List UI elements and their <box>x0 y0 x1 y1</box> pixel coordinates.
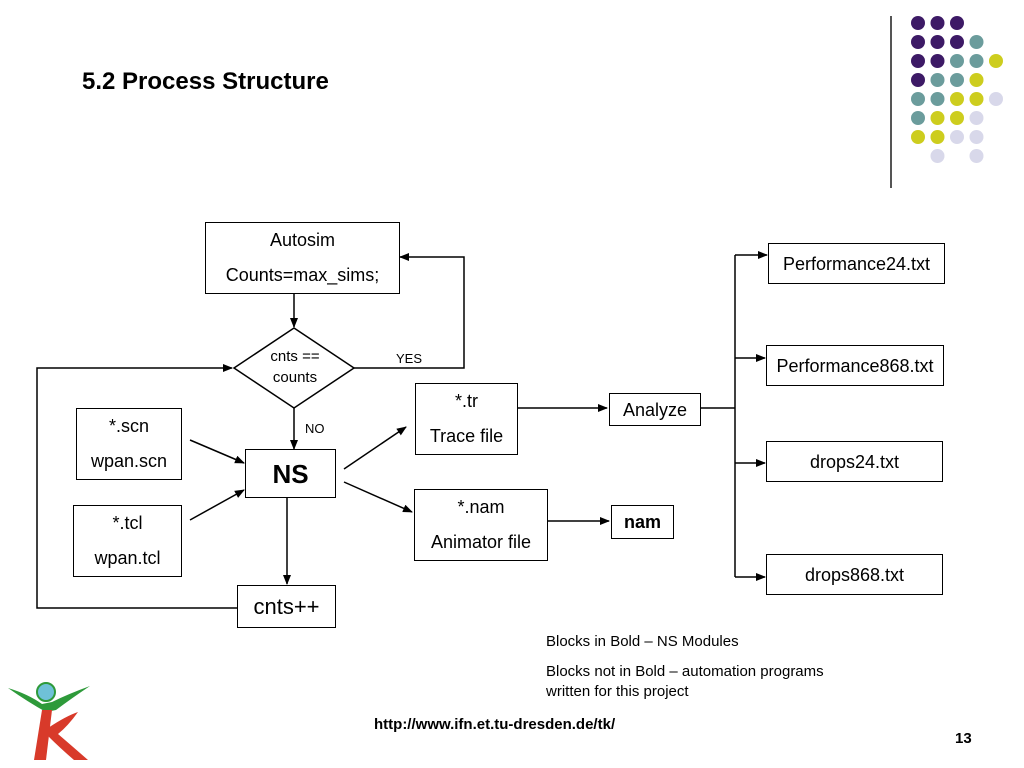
header-divider <box>890 16 892 188</box>
arrow-ns-to-nam-file <box>343 481 413 513</box>
decorative-dot <box>950 111 964 125</box>
drops24-box: drops24.txt <box>766 441 943 482</box>
scn-line-1: *.scn <box>108 415 150 436</box>
slide-title: 5.2 Process Structure <box>82 68 329 95</box>
trace-file-box: *.tr Trace file <box>415 383 518 455</box>
scn-line-2: wpan.scn <box>90 451 168 471</box>
decorative-dot <box>930 73 945 87</box>
edge-label-no: NO <box>305 421 325 436</box>
decision-line-1: cnts == <box>270 348 320 365</box>
page-number: 13 <box>955 730 972 747</box>
decorative-dot <box>930 54 945 68</box>
tcl-line-1: *.tcl <box>112 512 143 533</box>
decision-line-2: counts <box>272 369 318 386</box>
decorative-dot <box>930 92 945 106</box>
performance868-box: Performance868.txt <box>766 345 944 386</box>
decorative-dot <box>911 16 925 30</box>
tcl-line-2: wpan.tcl <box>94 548 161 568</box>
decorative-dot <box>911 130 925 144</box>
arrow-tcl-to-ns <box>189 489 245 521</box>
scn-box: *.scn wpan.scn <box>76 408 182 480</box>
decorative-dot <box>969 111 984 125</box>
institute-logo-icon <box>8 682 90 760</box>
decorative-dot <box>930 111 945 125</box>
decorative-dot <box>950 35 964 49</box>
decorative-dot <box>969 92 984 106</box>
autosim-line-2: Counts=max_sims; <box>225 265 380 285</box>
drops868-box: drops868.txt <box>766 554 943 595</box>
cnts-box: cnts++ <box>237 585 336 628</box>
trace-file-line-1: *.tr <box>454 390 478 411</box>
arrow-yes-loop <box>354 253 465 369</box>
decorative-dot <box>911 111 925 125</box>
decorative-dot <box>911 35 925 49</box>
autosim-line-1: Autosim <box>269 229 336 250</box>
arrow-scn-to-ns <box>189 439 245 464</box>
decorative-dot <box>950 73 964 87</box>
decorative-dot <box>950 130 964 144</box>
decorative-dot-grid <box>911 16 1003 163</box>
decorative-dot <box>930 130 945 144</box>
decorative-dot <box>969 54 984 68</box>
performance24-box: Performance24.txt <box>768 243 945 284</box>
trace-file-line-2: Trace file <box>429 426 504 446</box>
animator-file-box: *.nam Animator file <box>414 489 548 561</box>
legend-not-bold-2: written for this project <box>546 683 689 700</box>
decorative-dot <box>950 54 964 68</box>
footer-url[interactable]: http://www.ifn.et.tu-dresden.de/tk/ <box>374 716 616 733</box>
animator-file-line-1: *.nam <box>457 496 505 517</box>
decorative-dot <box>950 92 964 106</box>
decorative-dot <box>989 54 1003 68</box>
decision-text: cnts == counts <box>238 346 352 388</box>
ns-box: NS <box>245 449 336 498</box>
animator-file-line-2: Animator file <box>430 532 532 552</box>
arrow-ns-to-tr <box>343 426 407 470</box>
decorative-dot <box>969 149 984 163</box>
legend-not-bold-1: Blocks not in Bold – automation programs <box>546 663 824 680</box>
decorative-dot <box>930 149 945 163</box>
decorative-dot <box>930 16 945 30</box>
decorative-dot <box>911 54 925 68</box>
tcl-box: *.tcl wpan.tcl <box>73 505 182 577</box>
legend-bold: Blocks in Bold – NS Modules <box>546 633 739 650</box>
decorative-dot <box>950 16 964 30</box>
decorative-dot <box>969 130 984 144</box>
decorative-dot <box>969 35 984 49</box>
decorative-dot <box>969 73 984 87</box>
decorative-dot <box>911 73 925 87</box>
edge-label-yes: YES <box>396 351 423 366</box>
decorative-dot <box>911 92 925 106</box>
decorative-dot <box>989 92 1003 106</box>
autosim-box: Autosim Counts=max_sims; <box>205 222 400 294</box>
decorative-dot <box>930 35 945 49</box>
analyze-box: Analyze <box>609 393 701 426</box>
arrow-cnts-loop <box>36 364 237 609</box>
nam-box: nam <box>611 505 674 539</box>
